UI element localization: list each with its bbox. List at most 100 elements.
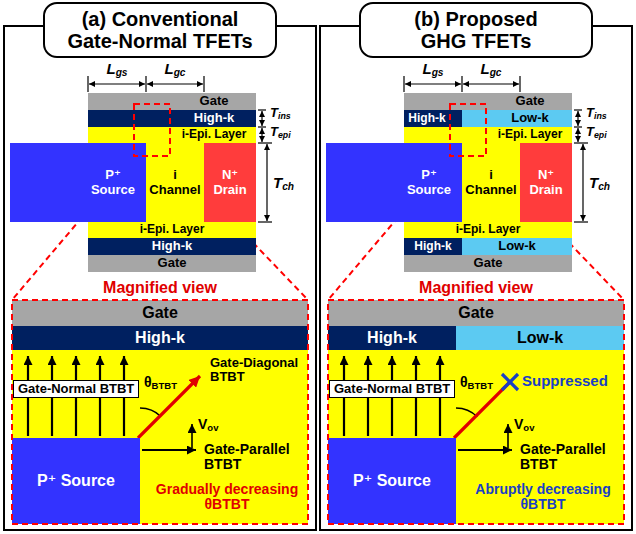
btbt-label-box: Gate-Normal BTBT <box>13 380 139 398</box>
subscript: ov <box>207 422 218 433</box>
source-region: P⁺ Source <box>328 438 456 524</box>
label-text: Gate-Parallel BTBT <box>520 442 620 473</box>
symbol-label: Lgs <box>413 60 453 77</box>
subscript: BTBT <box>152 380 177 391</box>
gate-layer: Gate <box>404 93 572 110</box>
label-text: Low-k <box>517 329 563 347</box>
label-text: Gate <box>516 94 545 108</box>
symbol-label: Tepi <box>586 125 626 140</box>
channel-region: i Channel <box>462 143 520 222</box>
gate-layer: Gate <box>328 300 624 326</box>
label-text: i-Epi. Layer <box>140 223 205 236</box>
channel-region: i Channel <box>146 143 204 222</box>
epi-layer: i-Epi. Layer <box>404 222 572 238</box>
epi-layer: i-Epi. Layer <box>88 222 256 238</box>
btbt-label-box: Gate-Normal BTBT <box>329 380 455 398</box>
label-text: Gate <box>142 304 178 322</box>
subscript: epi <box>594 130 607 140</box>
symbol-label: Tch <box>273 174 313 191</box>
label-text: P⁺ Source <box>353 472 431 490</box>
high-k-layer: High-k <box>88 110 256 127</box>
epi-layer: i-Epi. Layer <box>88 127 256 143</box>
label-text: Gate <box>474 256 503 270</box>
subscript: gs <box>116 67 128 78</box>
gate-layer: Gate <box>88 255 256 272</box>
high-k-layer: High-k <box>12 326 308 350</box>
label-text: P⁺ Source <box>37 472 115 490</box>
subscript: ins <box>278 111 291 121</box>
high-k-layer: High-k <box>404 238 462 255</box>
label-text: High-k <box>152 239 192 253</box>
source-region: P⁺ Source <box>326 143 462 222</box>
drain-region: N⁺ Drain <box>520 143 572 222</box>
label-text: Low-k <box>511 111 549 125</box>
label-text: Gate-Normal BTBT <box>18 382 134 396</box>
label-text: High-k <box>408 112 445 125</box>
label-text: (b) Proposed GHG TFETs <box>401 8 551 52</box>
label-text: (a) Conventional Gate-Normal TFETs <box>60 8 260 52</box>
subscript: gs <box>432 67 444 78</box>
subscript: ins <box>594 111 607 121</box>
label-text: Abruptly decreasing θBTBT <box>464 482 622 513</box>
symbol-label: Tch <box>589 174 629 191</box>
label-text: i Channel <box>463 168 519 197</box>
subscript: gc <box>490 67 502 78</box>
drain-region: N⁺ Drain <box>204 143 256 222</box>
low-k-layer: Low-k <box>456 326 624 350</box>
symbol-label: Tins <box>586 106 626 121</box>
symbol-label: Tepi <box>270 125 310 140</box>
symbol-label: Vov <box>198 416 228 432</box>
label-text: i-Epi. Layer <box>456 223 521 236</box>
label-text: High-k <box>414 240 451 253</box>
annotation-label: Magnified view <box>60 279 260 297</box>
label-text: Gradually decreasing θBTBT <box>148 482 306 513</box>
label-text: i Channel <box>147 168 203 197</box>
symbol-label: θBTBT <box>144 374 184 390</box>
low-k-layer: Low-k <box>462 238 572 255</box>
label-text: High-k <box>194 111 234 125</box>
subscript: BTBT <box>468 380 493 391</box>
high-k-layer: High-k <box>404 110 462 127</box>
gate-layer: Gate <box>12 300 308 326</box>
panel-border <box>4 26 316 530</box>
panel-border <box>320 26 632 530</box>
label-text: Low-k <box>498 239 536 253</box>
annotation-label: Suppressed <box>522 372 614 389</box>
symbol-label: Vov <box>514 416 544 432</box>
subscript: ov <box>523 422 534 433</box>
label-text: N⁺ Drain <box>205 168 255 197</box>
high-k-layer: High-k <box>88 238 256 255</box>
source-region: P⁺ Source <box>10 143 146 222</box>
label-text: i-Epi. Layer <box>498 128 563 141</box>
label-text: Gate-Diagonal BTBT <box>210 356 304 385</box>
title-box: (a) Conventional Gate-Normal TFETs <box>43 2 277 58</box>
subscript: ch <box>598 181 610 192</box>
subscript: gc <box>174 67 186 78</box>
title-box: (b) Proposed GHG TFETs <box>359 2 593 58</box>
annotation-label: Magnified view <box>376 279 576 297</box>
label-text: Gate-Parallel BTBT <box>204 442 304 473</box>
symbol-label: Lgc <box>471 60 511 77</box>
epi-layer: i-Epi. Layer <box>404 127 572 143</box>
symbol-label: θBTBT <box>460 374 500 390</box>
label-text: N⁺ Drain <box>521 168 571 197</box>
high-k-layer: High-k <box>328 326 456 350</box>
label-text: Gate <box>200 94 229 108</box>
label-text: Gate <box>158 256 187 270</box>
label-text: P⁺ Source <box>399 168 459 197</box>
source-region: P⁺ Source <box>12 438 140 524</box>
label-text: Gate-Normal BTBT <box>334 382 450 396</box>
subscript: epi <box>278 130 291 140</box>
low-k-layer: Low-k <box>462 110 572 127</box>
label-text: High-k <box>135 329 185 347</box>
symbol-label: Tins <box>270 106 310 121</box>
symbol-label: Lgs <box>97 60 137 77</box>
label-text: i-Epi. Layer <box>182 128 247 141</box>
symbol-label: Lgc <box>155 60 195 77</box>
subscript: ch <box>282 181 294 192</box>
label-text: Gate <box>458 304 494 322</box>
gate-layer: Gate <box>404 255 572 272</box>
label-text: High-k <box>367 329 417 347</box>
label-text: P⁺ Source <box>83 168 143 197</box>
